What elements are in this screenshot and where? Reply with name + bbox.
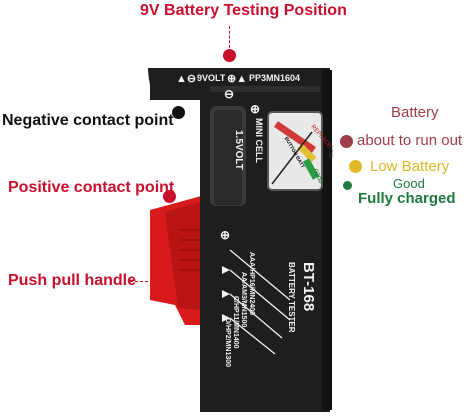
good-marker	[343, 181, 352, 190]
meter-good-band	[302, 158, 320, 180]
low-battery-label: Low Battery	[370, 158, 450, 175]
aa-slot-channel	[214, 110, 242, 205]
size-label-aaa: AAA/HP16/MN2400	[248, 252, 255, 316]
slot-label: 1.5VOLT	[233, 130, 244, 170]
negative-contact-marker	[172, 106, 185, 119]
subtitle-label: BATTERY TESTER	[287, 262, 296, 333]
good-label: Good	[393, 176, 425, 191]
nine-volt-position-label: 9V Battery Testing Position	[140, 2, 347, 19]
meter-replace-band	[274, 121, 316, 153]
fully-charged-label: Fully charged	[358, 190, 456, 207]
battery-label: Battery	[391, 104, 439, 121]
aa-plus-symbol: ⊕	[220, 228, 231, 242]
negative-contact-label: Negative contact point	[2, 112, 174, 129]
handle-leader	[130, 281, 158, 282]
positive-contact-label: Positive contact point	[8, 179, 175, 196]
replace-marker	[340, 135, 353, 148]
plus-contact-symbol: ⊕	[250, 102, 261, 116]
meter-low-band	[297, 143, 317, 163]
size-label-d: D/HP2/MN1300	[224, 318, 231, 368]
device-side	[322, 70, 332, 410]
size-label-aa: AA/AM3/MN1500	[240, 272, 247, 328]
model-label: BT-168	[300, 262, 317, 312]
size-arrows	[222, 266, 230, 322]
low-marker	[349, 160, 362, 173]
minus-contact-symbol: ⊖	[224, 87, 235, 101]
top-minus-symbol: ▲⊖	[176, 73, 197, 85]
size-leaders	[229, 249, 291, 355]
push-pull-handle-label: Push pull handle	[8, 272, 137, 289]
nine-volt-leader	[229, 26, 230, 48]
meter-needle	[271, 131, 313, 185]
nine-volt-marker	[223, 49, 236, 62]
top-contact-rail	[210, 86, 320, 92]
top-label-pp3: PP3MN1604	[249, 73, 301, 83]
positive-contact-marker	[163, 190, 176, 203]
size-label-c: C/HP11/MN1400	[232, 296, 239, 349]
top-label-9v: 9VOLT	[197, 73, 226, 83]
meter-low-text: LOW	[327, 146, 333, 158]
mini-cell-label: MINI CELL	[254, 118, 264, 163]
about-to-run-out-label: about to run out	[357, 132, 463, 149]
top-plus-symbol: ⊕▲	[227, 73, 248, 85]
